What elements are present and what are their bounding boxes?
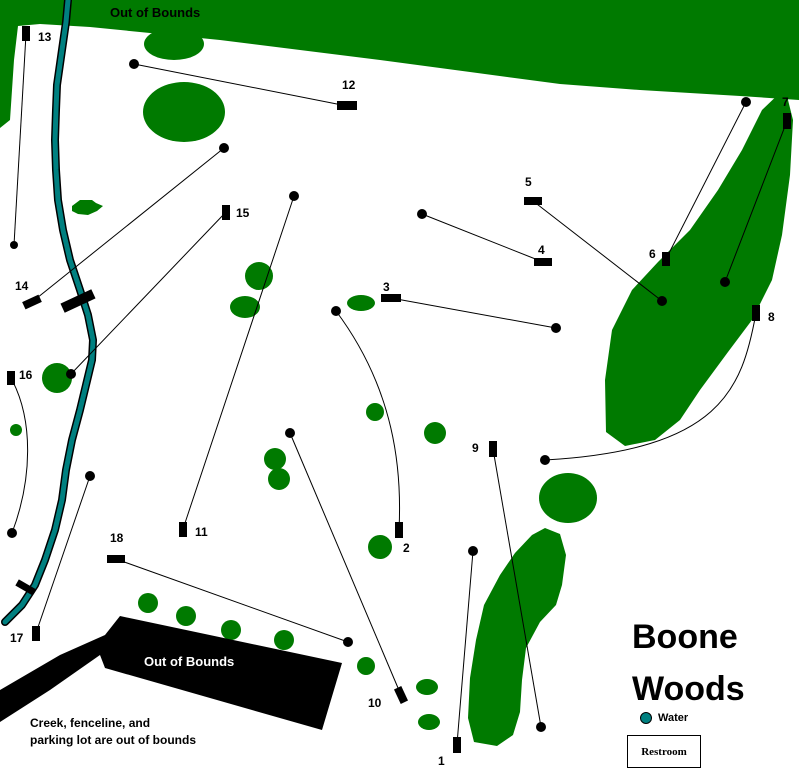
tee-pad-2: [395, 522, 403, 538]
basket-16: [7, 528, 17, 538]
creek-bridges: [15, 289, 96, 596]
out-of-bounds-top-label: Out of Bounds: [110, 5, 200, 20]
tee-pad-18: [107, 555, 125, 563]
tree-groups: [10, 82, 597, 730]
tee-pad-3: [381, 294, 401, 302]
basket-18: [343, 637, 353, 647]
basket-10: [285, 428, 295, 438]
tee-pad-8: [752, 305, 760, 321]
hole-labels: 1 2 3 4 5 6 7 8 9 10 11 12 13 14 15 16 1…: [10, 30, 789, 768]
hole-label-13: 13: [38, 30, 52, 44]
basket-17: [85, 471, 95, 481]
basket-5: [657, 296, 667, 306]
hole-label-9: 9: [472, 441, 479, 455]
basket-13: [10, 241, 18, 249]
hole-label-12: 12: [342, 78, 356, 92]
hole-label-3: 3: [383, 280, 390, 294]
basket-6: [741, 97, 751, 107]
hole-label-5: 5: [525, 175, 532, 189]
out-of-bounds-note: Creek, fenceline, and parking lot are ou…: [30, 715, 290, 750]
basket-1: [468, 546, 478, 556]
hole-label-16: 16: [19, 368, 33, 382]
legend-restroom-label: Restroom: [641, 745, 687, 758]
basket-2: [331, 306, 341, 316]
right-woods: [605, 88, 793, 446]
fairway-lines: [10, 33, 788, 745]
tee-pad-1: [453, 737, 461, 753]
tee-pad-15: [222, 205, 230, 220]
hole-label-7: 7: [782, 95, 789, 109]
basket-7: [720, 277, 730, 287]
legend-water: Water: [640, 712, 688, 724]
tee-pad-13: [22, 26, 30, 41]
tee-pad-14: [22, 294, 42, 310]
hole-label-17: 17: [10, 631, 24, 645]
hole-label-15: 15: [236, 206, 250, 220]
parking-lot-out-of-bounds: [0, 616, 342, 730]
hole-label-1: 1: [438, 754, 445, 768]
legend-restroom: Restroom: [627, 735, 701, 768]
basket-11: [289, 191, 299, 201]
baskets: [7, 59, 751, 732]
basket-12: [129, 59, 139, 69]
hole-label-18: 18: [110, 531, 124, 545]
hole-label-8: 8: [768, 310, 775, 324]
legend-water-label: Water: [658, 712, 689, 724]
top-woods-out-of-bounds: [0, 0, 799, 128]
tee-pad-4: [534, 258, 552, 266]
basket-8: [540, 455, 550, 465]
hole-label-14: 14: [15, 279, 29, 293]
basket-15: [66, 369, 76, 379]
tee-pads: [7, 26, 791, 753]
basket-9: [536, 722, 546, 732]
tee-pad-11: [179, 522, 187, 537]
hole-label-11: 11: [195, 525, 208, 539]
hole-label-2: 2: [403, 541, 410, 555]
tee-pad-10: [393, 686, 409, 704]
tee-pad-9: [489, 441, 497, 457]
hole-label-10: 10: [368, 696, 382, 710]
map-title-line-1: Boone: [632, 618, 738, 656]
hole-label-4: 4: [538, 243, 545, 257]
map-title-line-2: Woods: [632, 670, 745, 708]
tee-pad-16: [7, 371, 15, 385]
tee-pad-12: [337, 101, 357, 110]
basket-3: [551, 323, 561, 333]
note-line-2: parking lot are out of bounds: [30, 733, 196, 748]
basket-14: [219, 143, 229, 153]
tee-pad-7: [783, 113, 791, 129]
tee-pad-17: [32, 626, 40, 641]
out-of-bounds-parking-label: Out of Bounds: [144, 654, 234, 669]
lower-woods: [468, 528, 566, 746]
creek: [1, 0, 97, 626]
tee-pad-6: [662, 252, 670, 266]
creek-water: [2, 0, 96, 625]
basket-4: [417, 209, 427, 219]
note-line-1: Creek, fenceline, and: [30, 716, 151, 730]
hole-label-6: 6: [649, 247, 656, 261]
tee-pad-5: [524, 197, 542, 205]
water-icon: [640, 712, 652, 724]
